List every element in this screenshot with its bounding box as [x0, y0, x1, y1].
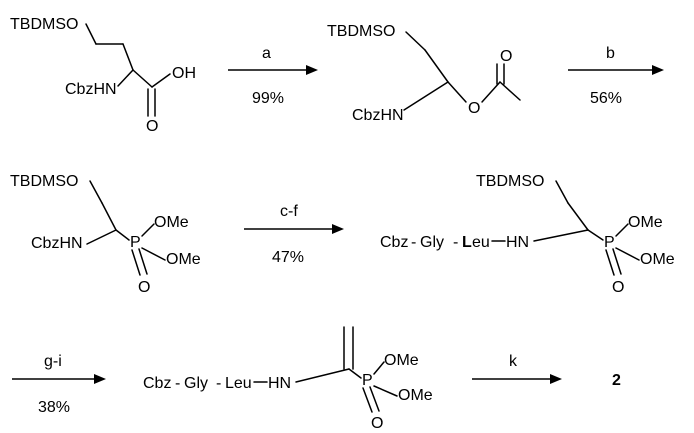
atom-carbonyl-o: O [500, 48, 512, 65]
compound-dipeptide-phosphonate: TBDMSO Cbz - Gly - L eu HN P OMe OMe O [380, 173, 675, 296]
peptide-dash: - [216, 375, 221, 392]
atom-cbzhn: CbzHN [65, 81, 117, 98]
atom-ester-o: O [468, 100, 480, 117]
compound-phosphonate: TBDMSO CbzHN P OMe OMe O [10, 173, 201, 296]
residue-gly: Gly [184, 375, 208, 392]
reaction-arrow-b: b 56% [568, 45, 664, 107]
atom-phosphoryl-o: O [138, 279, 150, 296]
residue-gly: Gly [420, 234, 444, 251]
atom-hn: HN [506, 234, 529, 251]
bonds-compound-3 [86, 180, 166, 276]
reaction-arrow-g-i: g-i 38% [12, 353, 106, 416]
bonds-compound-2 [403, 31, 521, 111]
atom-tbdmso: TBDMSO [327, 23, 395, 40]
atom-phosphoryl-o: O [612, 279, 624, 296]
reagent-label-b: b [606, 45, 615, 62]
bonds-compound-5 [295, 326, 398, 413]
reagent-label-k: k [509, 353, 518, 370]
atom-tbdmso: TBDMSO [10, 16, 78, 33]
peptide-dash: - [411, 234, 416, 251]
yield-label-c-f: 47% [272, 249, 304, 266]
reagent-label-a: a [262, 45, 271, 62]
atom-ome: OMe [166, 251, 201, 268]
atom-ome: OMe [384, 352, 419, 369]
residue-leu: Leu [225, 375, 252, 392]
atom-ome: OMe [154, 214, 189, 231]
compound-vinyl-phosphonate: Cbz - Gly - Leu HN P OMe OMe O [143, 326, 433, 432]
atom-phosphorus: P [130, 234, 141, 251]
reagent-label-g-i: g-i [44, 353, 62, 370]
peptide-dash: - [175, 375, 180, 392]
residue-cbz: Cbz [143, 375, 171, 392]
residue-leu-bold-letter: L [462, 234, 472, 251]
atom-oh: OH [172, 65, 196, 82]
atom-tbdmso: TBDMSO [476, 173, 544, 190]
bonds-compound-4 [533, 180, 640, 276]
peptide-dash: - [453, 234, 458, 251]
compound-acetate: TBDMSO CbzHN O O [327, 23, 521, 124]
yield-label-a: 99% [252, 90, 284, 107]
residue-leu-rest: eu [472, 234, 490, 251]
reaction-arrow-c-f: c-f 47% [244, 203, 344, 266]
reaction-arrow-k: k [472, 353, 562, 384]
atom-ome: OMe [640, 251, 675, 268]
atom-carbonyl-o: O [146, 118, 158, 135]
atom-hn: HN [268, 375, 291, 392]
compound-serine-acid: TBDMSO CbzHN OH O [10, 16, 196, 135]
atom-ome: OMe [398, 387, 433, 404]
reaction-arrow-a: a 99% [228, 45, 318, 107]
yield-label-g-i: 38% [38, 399, 70, 416]
yield-label-b: 56% [590, 90, 622, 107]
atom-phosphorus: P [362, 372, 373, 389]
atom-cbzhn: CbzHN [31, 235, 83, 252]
atom-ome: OMe [628, 214, 663, 231]
bonds-compound-1 [85, 23, 171, 117]
atom-tbdmso: TBDMSO [10, 173, 78, 190]
residue-cbz: Cbz [380, 234, 408, 251]
atom-phosphoryl-o: O [371, 415, 383, 432]
product-compound-number: 2 [612, 372, 621, 389]
reagent-label-c-f: c-f [280, 203, 298, 220]
atom-cbzhn: CbzHN [352, 107, 404, 124]
atom-phosphorus: P [604, 234, 615, 251]
